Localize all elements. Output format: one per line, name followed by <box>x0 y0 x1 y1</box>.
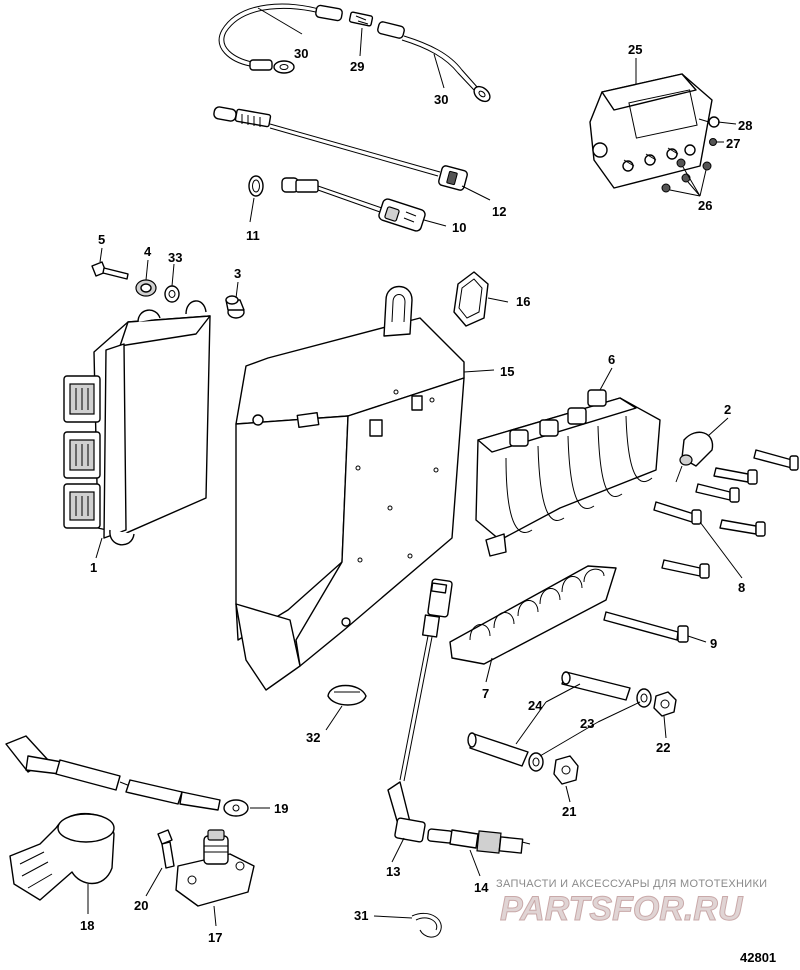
callout-17: 17 <box>208 930 222 945</box>
callout-11: 11 <box>246 228 260 243</box>
callout-30-left: 30 <box>294 46 308 61</box>
watermark: ЗАПЧАСТИ И АКСЕССУАРЫ ДЛЯ МОТОТЕХНИКИ PA… <box>496 878 767 929</box>
callout-6: 6 <box>608 352 615 367</box>
part-32-clip <box>327 684 367 706</box>
callout-10: 10 <box>452 220 466 235</box>
part-14-spark-plug <box>427 828 531 854</box>
part-31-clip <box>411 912 442 938</box>
part-18-terminal-boot <box>9 812 115 901</box>
callout-26: 26 <box>698 198 712 213</box>
part-30-ground-wire-left <box>218 3 343 74</box>
callout-5: 5 <box>98 232 105 247</box>
callout-16: 16 <box>516 294 530 309</box>
callout-21: 21 <box>562 804 576 819</box>
part-19-cable <box>5 735 249 817</box>
part-15-bracket <box>235 285 465 691</box>
part-26-nuts <box>661 158 712 193</box>
callout-9: 9 <box>710 636 717 651</box>
part-3-spacer <box>225 295 245 319</box>
part-16-gasket <box>453 271 489 327</box>
part-6-coil-pack <box>475 389 661 557</box>
watermark-logo: PARTSFOR.RU <box>500 890 744 928</box>
callout-32: 32 <box>306 730 320 745</box>
part-27-screw <box>709 138 717 146</box>
part-1-ecm <box>63 300 211 546</box>
callout-28: 28 <box>738 118 752 133</box>
part-29-connector <box>348 11 374 27</box>
callout-4: 4 <box>144 244 152 259</box>
callout-24: 24 <box>528 698 543 713</box>
callout-31: 31 <box>354 908 368 923</box>
part-7-rack <box>449 565 617 665</box>
leader-lines <box>87 7 743 927</box>
part-12-sensor-cable <box>213 106 468 191</box>
part-10-sensor <box>281 177 426 232</box>
part-24-pins <box>467 671 631 767</box>
callout-30-right: 30 <box>434 92 448 107</box>
callout-2: 2 <box>724 402 731 417</box>
part-21-nut <box>553 755 579 785</box>
part-11-o-ring <box>248 175 264 197</box>
part-20-screw <box>157 829 175 869</box>
part-23-washers <box>528 688 652 772</box>
part-5-bolt <box>91 261 129 280</box>
callout-25: 25 <box>628 42 642 57</box>
callout-3: 3 <box>234 266 241 281</box>
callout-19: 19 <box>274 801 288 816</box>
callout-13: 13 <box>386 864 400 879</box>
callout-14: 14 <box>474 880 489 895</box>
part-22-nut <box>653 691 677 717</box>
callout-15: 15 <box>500 364 514 379</box>
part-13-plug-wire <box>387 578 453 843</box>
callout-33: 33 <box>168 250 182 265</box>
callout-1: 1 <box>90 560 97 575</box>
part-8-bolts <box>653 449 799 579</box>
watermark-caption: ЗАПЧАСТИ И АКСЕССУАРЫ ДЛЯ МОТОТЕХНИКИ <box>496 878 767 890</box>
callout-22: 22 <box>656 740 670 755</box>
part-25-module <box>589 73 713 189</box>
part-17-sensor <box>175 829 255 907</box>
part-30-ground-wire-right <box>377 21 491 103</box>
callout-12: 12 <box>492 204 506 219</box>
part-33-washer <box>164 285 180 303</box>
callout-8: 8 <box>738 580 745 595</box>
figure-id: 42801 <box>740 950 776 965</box>
callout-20: 20 <box>134 898 148 913</box>
callout-18: 18 <box>80 918 94 933</box>
callout-27: 27 <box>726 136 740 151</box>
callout-labels: 30 29 30 12 11 10 25 28 27 26 5 4 33 3 1… <box>80 42 752 945</box>
part-9-long-bolt <box>603 611 689 643</box>
callout-23: 23 <box>580 716 594 731</box>
callout-7: 7 <box>482 686 489 701</box>
callout-29: 29 <box>350 59 364 74</box>
part-4-grommet <box>135 279 157 297</box>
part-2-boot <box>675 431 714 483</box>
